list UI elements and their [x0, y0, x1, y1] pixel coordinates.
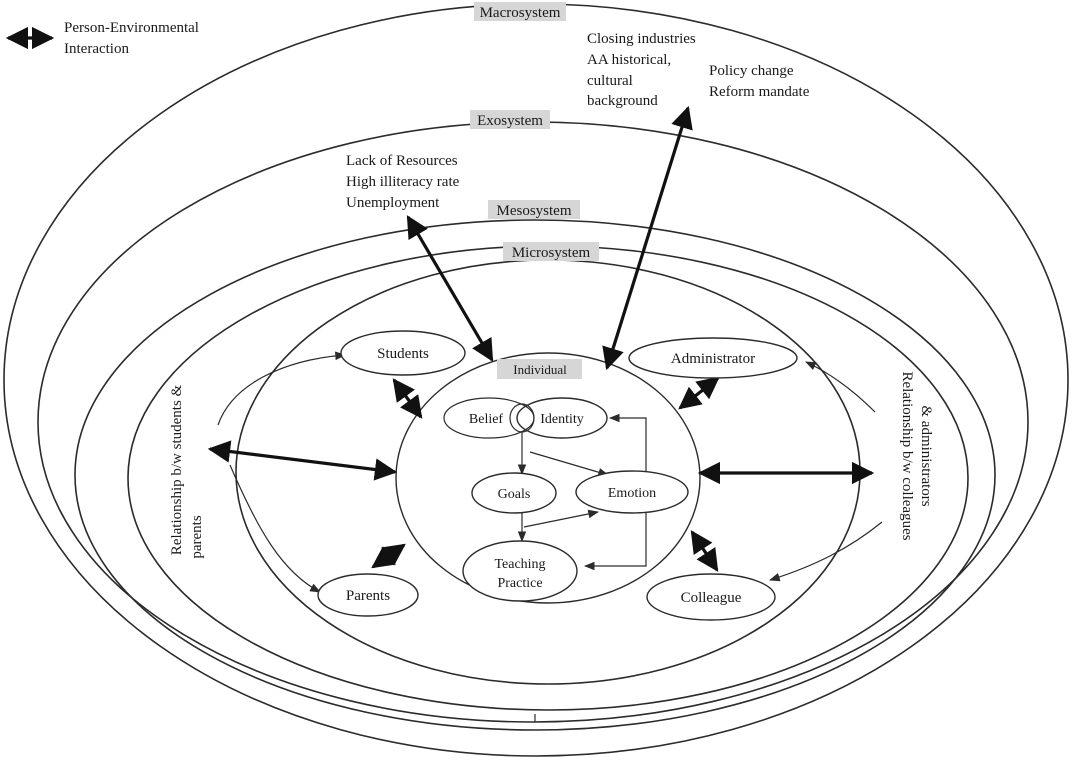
identity-node [516, 397, 608, 439]
mesosystem-ring [74, 219, 996, 731]
administrator-interaction-arrow [678, 376, 720, 410]
exo-factor-line1: Lack of Resources [346, 153, 458, 169]
mesosystem-label-bg [488, 200, 580, 219]
macro-factor-line2: AA historical, [587, 52, 671, 68]
emotion-node [575, 470, 689, 514]
mesosystem-label: Mesosystem [497, 203, 572, 219]
meso-left-label-line1: Relationship b/w students & [169, 384, 185, 555]
meso-left-label-line2: parents [189, 515, 205, 558]
belief-label: Belief [469, 412, 504, 427]
meso-left-interaction-arrow [207, 440, 398, 481]
macro-interaction-arrow [602, 105, 693, 371]
students-label: Students [377, 346, 429, 362]
exo-factor-line3: Unemployment [346, 195, 440, 211]
macrosystem-label-bg [474, 2, 566, 21]
parents-interaction-arrow [371, 543, 406, 569]
goals-node [471, 472, 557, 514]
students-interaction-arrow [392, 378, 423, 419]
students-node [340, 330, 466, 376]
teaching-practice-label-line1: Teaching [494, 557, 545, 572]
teaching-practice-node [462, 540, 578, 602]
macro-factor-line1: Closing industries [587, 31, 696, 47]
exosystem-label: Exosystem [477, 113, 543, 129]
belief-identity-overlap [509, 403, 535, 433]
exosystem-label-bg [470, 110, 550, 129]
parents-relationship-curve [229, 464, 321, 593]
goals-to-emotion-arrow [523, 509, 600, 528]
emotion-label: Emotion [608, 486, 656, 501]
goals-label: Goals [498, 487, 531, 502]
exo-factor-line2: High illiteracy rate [346, 174, 460, 190]
individual-label-bg [497, 359, 582, 379]
students-relationship-curve [217, 351, 347, 426]
colleague-interaction-arrow [690, 530, 719, 572]
policy-factor-line2: Reform mandate [709, 84, 810, 100]
meso-right-label-line2: & administrators [918, 405, 934, 506]
meso-right-label-line1: Relationship b/w colleagues [899, 371, 915, 540]
individual-label: Individual [513, 362, 567, 377]
emotion-to-identity-arrow [608, 413, 647, 475]
colleague-node [646, 573, 776, 621]
administrator-label: Administrator [671, 351, 755, 367]
macro-factor-line4: background [587, 93, 658, 109]
legend-label-line1: Person-Environmental [64, 20, 199, 36]
macro-factor-line3: cultural [587, 73, 633, 89]
exo-interaction-arrow [406, 215, 494, 362]
parents-label: Parents [346, 588, 390, 604]
colleague-relationship-curve [768, 521, 883, 582]
colleague-label: Colleague [681, 590, 742, 606]
identity-label: Identity [540, 412, 584, 427]
microsystem-label: Microsystem [512, 245, 591, 261]
administrator-node [628, 337, 798, 379]
emotion-to-teaching-arrow [583, 510, 647, 571]
policy-factor-line1: Policy change [709, 63, 794, 79]
legend-label-line2: Interaction [64, 41, 129, 57]
administrator-relationship-curve [805, 361, 876, 413]
belief-to-emotion-arrow [529, 451, 610, 477]
macrosystem-label: Macrosystem [480, 5, 561, 21]
teaching-practice-label-line2: Practice [497, 576, 542, 591]
microsystem-label-bg [503, 242, 599, 261]
parents-node [317, 573, 419, 617]
